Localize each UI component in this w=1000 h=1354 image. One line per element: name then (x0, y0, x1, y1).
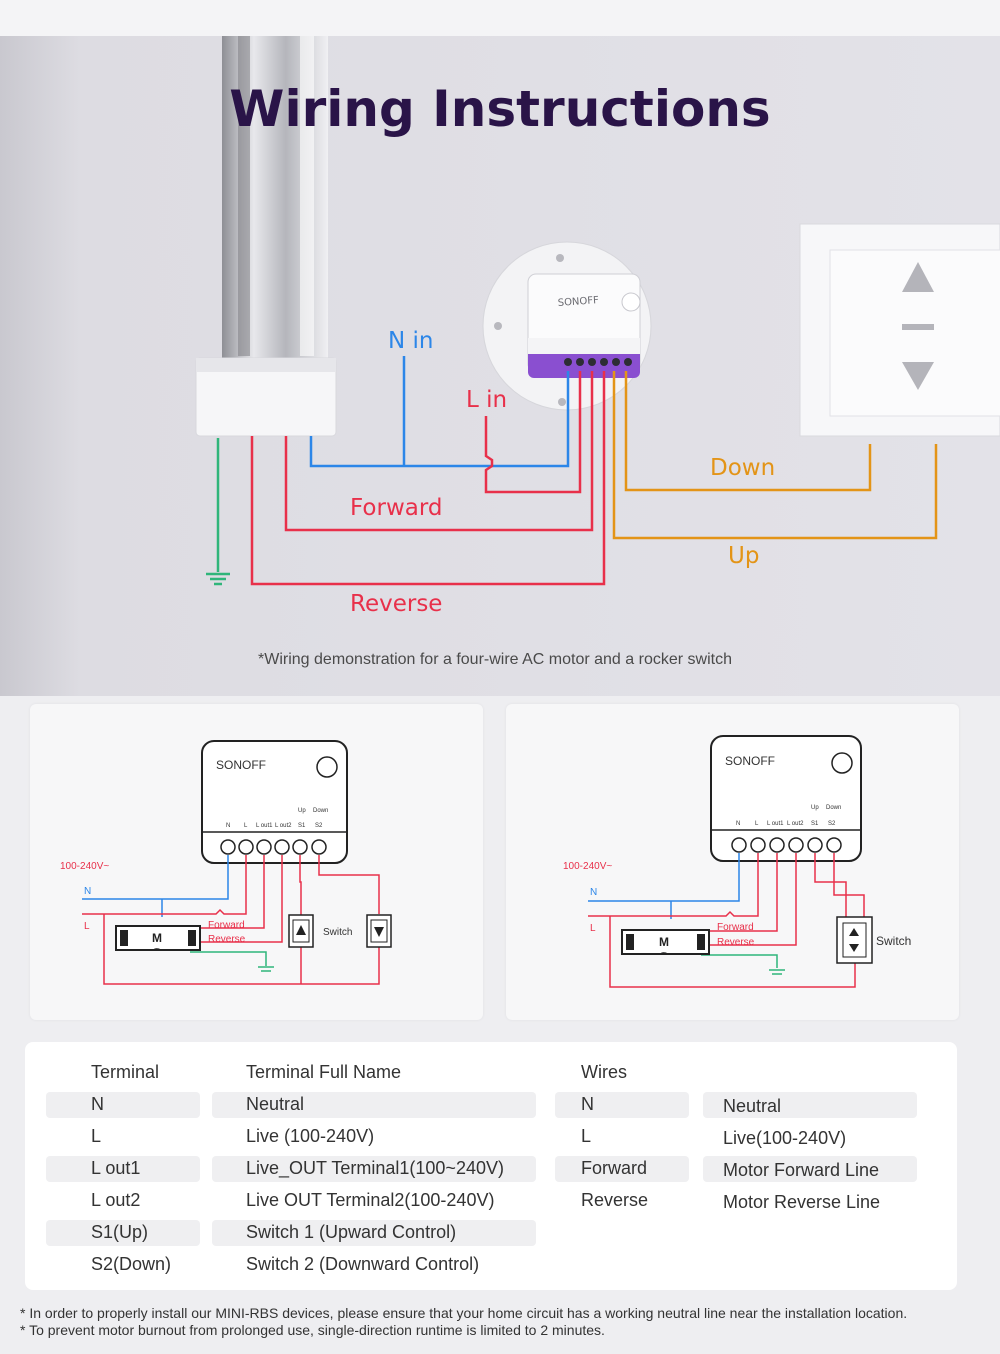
header-terminal: Terminal (91, 1062, 160, 1082)
terminal-label: L (244, 823, 248, 829)
schematic-two-switch: SONOFF Up Down N L L out1 L out2 S1 S2 1… (30, 704, 483, 1020)
wire-cell: L (581, 1126, 592, 1146)
terminal-label: L out1 (767, 821, 784, 827)
terminal-cell: S1(Up) (91, 1222, 149, 1242)
full-name-cell: Switch 2 (Downward Control) (246, 1254, 480, 1274)
terminal-label: L (755, 821, 759, 827)
wiring-note: *Wiring demonstration for a four-wire AC… (258, 651, 732, 668)
terminal-cell: N (91, 1094, 104, 1114)
label-forward: Forward (350, 495, 443, 521)
schematic-rocker-switch: SONOFF Up Down N L L out1 L out2 S1 S2 1… (506, 704, 959, 1020)
full-name-cell: Live (100-240V) (246, 1126, 375, 1146)
top-strip (0, 0, 1000, 36)
motor-sub-label: ~ (154, 944, 160, 955)
full-name-cell: Live OUT Terminal2(100-240V) (246, 1190, 495, 1210)
terminal-cell: L (91, 1126, 102, 1146)
label-down: Down (710, 455, 776, 481)
motor-sub-label: ~ (661, 948, 667, 959)
rocker-switch-symbol (836, 916, 873, 964)
up-text: Up (298, 808, 306, 814)
wire-meaning-cell: Neutral (723, 1096, 782, 1116)
terminal-label: S2 (828, 821, 836, 827)
terminal-label: N (736, 821, 740, 827)
footnote: * In order to properly install our MINI-… (20, 1305, 908, 1321)
wiring-illustration: SONOFF (0, 36, 1000, 696)
full-name-cell: Switch 1 (Upward Control) (246, 1222, 457, 1242)
schematic-two-switch-graphics: SONOFF Up Down N L L out1 L out2 S1 S2 1… (60, 740, 392, 985)
wire-cell: N (581, 1094, 594, 1114)
header-wires: Wires (581, 1062, 627, 1082)
live-wires (250, 371, 606, 586)
terminal-label: S2 (315, 823, 323, 829)
footnote: * To prevent motor burnout from prolonge… (20, 1322, 605, 1338)
wire-cell: Reverse (581, 1190, 649, 1210)
switch-wires (612, 371, 938, 540)
terminal-label: L out2 (787, 821, 804, 827)
schematic-rocker-switch-graphics: SONOFF Up Down N L L out1 L out2 S1 S2 1… (563, 735, 911, 988)
reverse-label: Reverse (208, 934, 246, 945)
wire-meaning-cell: Live(100-240V) (723, 1128, 847, 1148)
switch-down-symbol (366, 914, 392, 948)
label-n-in: N in (388, 328, 434, 354)
device-brand: SONOFF (216, 758, 266, 772)
header-full-name: Terminal Full Name (246, 1062, 402, 1082)
label-l-in: L in (466, 387, 508, 413)
terminal-cell: L out2 (91, 1190, 141, 1210)
wire-meaning-cell: Motor Reverse Line (723, 1192, 881, 1212)
page-title: Wiring Instructions (229, 80, 771, 138)
terminal-label: N (226, 823, 230, 829)
wire-meaning-cell: Motor Forward Line (723, 1160, 880, 1180)
full-name-cell: Live_OUT Terminal1(100~240V) (246, 1158, 504, 1178)
voltage-label: 100-240V~ (563, 861, 612, 872)
n-label: N (590, 887, 597, 898)
terminal-cell: S2(Down) (91, 1254, 172, 1274)
neutral-wires (309, 356, 570, 468)
up-text: Up (811, 805, 819, 811)
motor-symbol: M ~ (621, 929, 710, 959)
smart-module: SONOFF (527, 273, 641, 378)
down-text: Down (313, 808, 328, 814)
full-name-cell: Neutral (246, 1094, 305, 1114)
label-up: Up (728, 543, 760, 569)
label-reverse: Reverse (350, 591, 443, 617)
switch-label: Switch (876, 934, 911, 948)
l-label: L (590, 923, 596, 934)
terminal-table: Terminal Terminal Full Name Wires N Neut… (25, 1042, 957, 1290)
wire-cell: Forward (581, 1158, 648, 1178)
switch-up-symbol (288, 914, 314, 948)
svg-text:SONOFF: SONOFF (557, 295, 599, 309)
terminal-label: L out2 (275, 823, 292, 829)
motor-symbol: M ~ (115, 925, 201, 955)
forward-label: Forward (208, 920, 245, 931)
l-label: L (84, 921, 90, 932)
motor-label: M (659, 935, 669, 949)
wiring-illustration-graphics: SONOFF (0, 36, 1000, 696)
motor-label: M (152, 931, 162, 945)
forward-label: Forward (717, 922, 754, 933)
voltage-label: 100-240V~ (60, 861, 109, 872)
switch-label: Switch (323, 927, 352, 938)
device-brand: SONOFF (725, 754, 775, 768)
terminal-label: S1 (811, 821, 819, 827)
reverse-label: Reverse (717, 937, 755, 948)
rocker-switch-illustration (799, 223, 1000, 437)
n-label: N (84, 886, 91, 897)
terminal-label: L out1 (256, 823, 273, 829)
terminal-cell: L out1 (91, 1158, 141, 1178)
terminal-label: S1 (298, 823, 306, 829)
down-text: Down (826, 805, 841, 811)
ground-wire (206, 438, 230, 586)
